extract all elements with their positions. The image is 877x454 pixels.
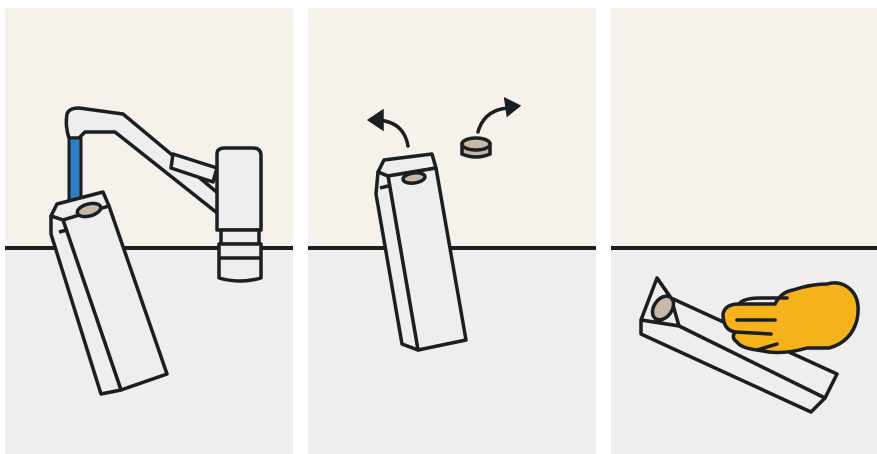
step-3-scene — [611, 8, 877, 454]
removed-cap-icon — [462, 138, 490, 157]
panel-step-1 — [5, 8, 293, 454]
step-1-scene — [5, 8, 293, 454]
panel-step-3 — [611, 8, 877, 454]
wall — [308, 8, 596, 248]
panel-step-2 — [308, 8, 596, 454]
wall — [611, 8, 877, 248]
step-2-scene — [308, 8, 596, 454]
